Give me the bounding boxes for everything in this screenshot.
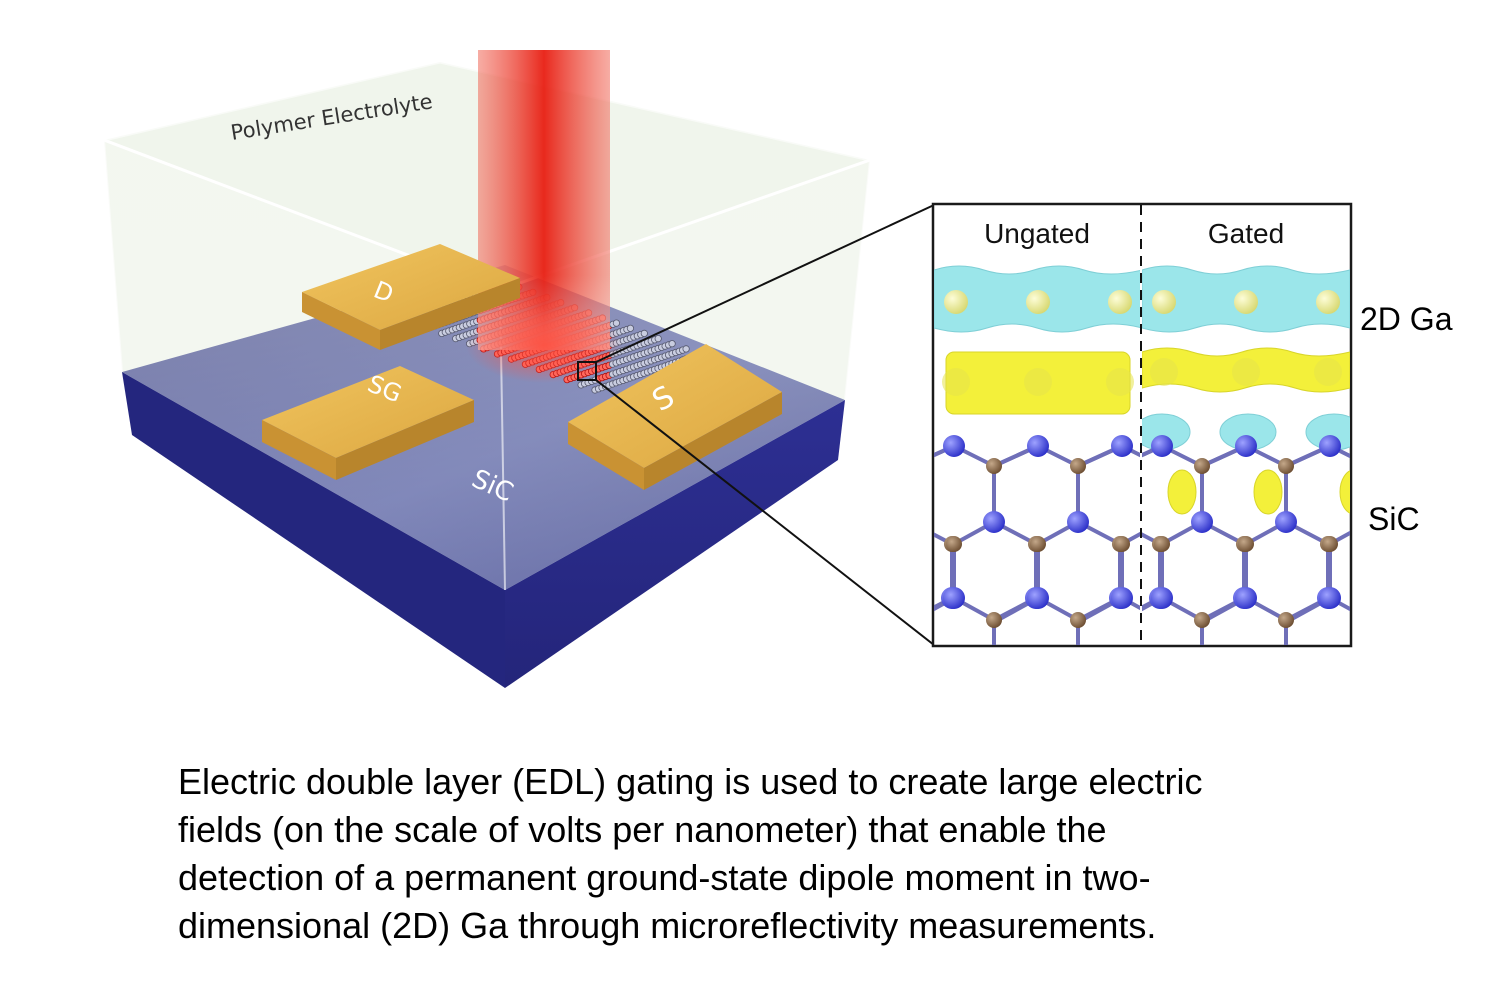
ga-atom	[1314, 358, 1342, 386]
bond	[1454, 598, 1490, 620]
c-atom	[1154, 536, 1170, 552]
ga-atom	[1026, 290, 1050, 314]
c-atom	[986, 612, 1002, 628]
si-atom	[1275, 511, 1297, 533]
si-atom	[1319, 587, 1341, 609]
caption-line: Electric double layer (EDL) gating is us…	[178, 761, 1203, 802]
bond	[1374, 598, 1414, 620]
si-atom	[1403, 435, 1425, 457]
c-atom	[1194, 612, 1210, 628]
c-atom	[1446, 458, 1462, 474]
ga-atom	[1150, 358, 1178, 386]
ga-atom	[942, 368, 970, 396]
si-atom	[1151, 435, 1173, 457]
bond	[1454, 446, 1490, 466]
si-atom	[1027, 435, 1049, 457]
bond	[1414, 598, 1454, 620]
c-atom	[902, 458, 918, 474]
bond	[1370, 598, 1412, 620]
caption-line: detection of a permanent ground-state di…	[178, 857, 1151, 898]
device-figure: Polymer Electrolyte D SG S SiC Un	[104, 50, 1490, 688]
bond	[830, 598, 870, 620]
si-atom	[1191, 511, 1213, 533]
c-atom	[1322, 536, 1338, 552]
bond	[870, 446, 910, 466]
c-atom	[1404, 536, 1420, 552]
ga-atom	[1024, 368, 1052, 396]
si-atom	[1111, 587, 1133, 609]
c-atom	[1030, 536, 1046, 552]
si-atom	[1235, 435, 1257, 457]
lattice-atom	[626, 324, 635, 332]
side-gate-contact	[262, 366, 474, 480]
c-atom	[1194, 458, 1210, 474]
lattice-atom	[654, 334, 662, 343]
ga-atom	[1234, 290, 1258, 314]
c-atom	[946, 536, 962, 552]
si-atom	[1319, 435, 1341, 457]
si-atom	[1151, 587, 1173, 609]
c-atom	[1114, 536, 1130, 552]
source-contact	[568, 344, 782, 490]
row-label-sic: SiC	[1368, 501, 1420, 537]
si-atom	[1235, 587, 1257, 609]
ga-atom	[1108, 290, 1132, 314]
panel-title-gated: Gated	[1208, 218, 1284, 249]
lattice-atom	[668, 340, 676, 348]
caption-line: dimensional (2D) Ga through microreflect…	[178, 905, 1157, 946]
c-atom	[1278, 458, 1294, 474]
si-atom	[899, 511, 921, 533]
bond	[1414, 446, 1454, 466]
si-atom	[859, 435, 881, 457]
caption: Electric double layer (EDL) gating is us…	[178, 758, 1408, 950]
panel-title-ungated: Ungated	[984, 218, 1090, 249]
ga-atom	[944, 290, 968, 314]
c-atom	[1362, 458, 1378, 474]
row-label-2d-ga: 2D Ga	[1360, 301, 1453, 337]
si-atom	[1401, 587, 1423, 609]
ga-atom	[1152, 290, 1176, 314]
lattice-atom	[682, 345, 690, 353]
si-atom	[1443, 511, 1465, 533]
c-atom	[1070, 458, 1086, 474]
caption-line: fields (on the scale of volts per nanome…	[178, 809, 1107, 850]
c-atom	[1238, 536, 1254, 552]
bond	[1370, 446, 1414, 466]
c-atom	[1362, 612, 1378, 628]
inset-panel	[830, 202, 1490, 648]
zoom-indicator	[577, 204, 935, 646]
bond	[1414, 522, 1454, 544]
ga-atom	[1316, 290, 1340, 314]
si-atom	[1111, 435, 1133, 457]
laser-beam	[466, 50, 622, 383]
bond	[870, 598, 910, 620]
ga-atom	[1106, 368, 1134, 396]
bond	[1454, 522, 1490, 544]
c-atom	[1446, 612, 1462, 628]
c-atom	[1406, 536, 1422, 552]
yellow-isosurface	[1167, 469, 1197, 515]
c-atom	[1278, 612, 1294, 628]
si-atom	[1485, 587, 1490, 609]
gated-structure	[1142, 265, 1490, 645]
ga-atom	[1232, 358, 1260, 386]
si-atom	[1027, 587, 1049, 609]
yellow-isosurface	[1339, 470, 1350, 514]
c-atom	[1070, 612, 1086, 628]
ungated-structure	[830, 265, 1140, 645]
c-atom	[862, 536, 878, 552]
si-atom	[983, 511, 1005, 533]
bond	[1370, 446, 1414, 466]
bond	[870, 522, 910, 544]
si-atom	[943, 435, 965, 457]
yellow-isosurface	[1253, 469, 1283, 515]
si-atom	[859, 587, 881, 609]
si-atom	[1067, 511, 1089, 533]
lattice-atom	[612, 319, 621, 327]
lattice-atom	[640, 329, 648, 337]
drain-contact	[302, 244, 520, 350]
si-atom	[1403, 587, 1425, 609]
si-atom	[943, 587, 965, 609]
c-atom	[986, 458, 1002, 474]
